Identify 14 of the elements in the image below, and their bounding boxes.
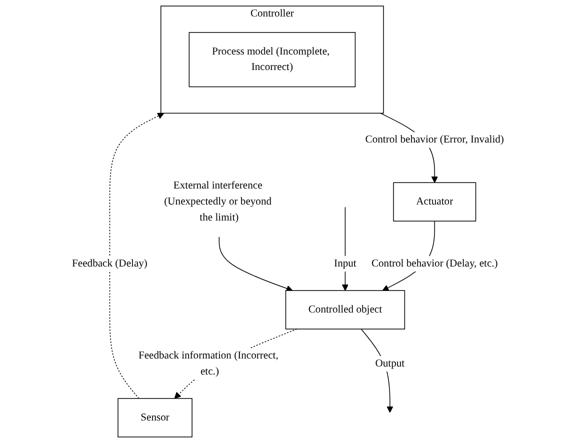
- edge-label: Control behavior (Delay, etc.): [371, 258, 498, 270]
- node-text: External interference (Unexpectedly or beyond the limit): [164, 180, 272, 224]
- arrow: [218, 236, 293, 292]
- edge-label: Feedback information (Incorrect, etc.): [138, 350, 278, 378]
- edge-label: Feedback (Delay): [72, 258, 148, 270]
- node-box: Controlled object: [285, 290, 406, 330]
- edge-label: Control behavior (Error, Invalid): [365, 134, 504, 146]
- node-box: Sensor: [118, 398, 192, 438]
- edge-label: Output: [375, 358, 405, 370]
- edge-label: Input: [334, 258, 356, 270]
- node-box: Actuator: [393, 182, 476, 222]
- node-box: Process model (Incomplete, Incorrect): [188, 32, 356, 88]
- arrow: [342, 206, 349, 291]
- arrow: [109, 112, 164, 399]
